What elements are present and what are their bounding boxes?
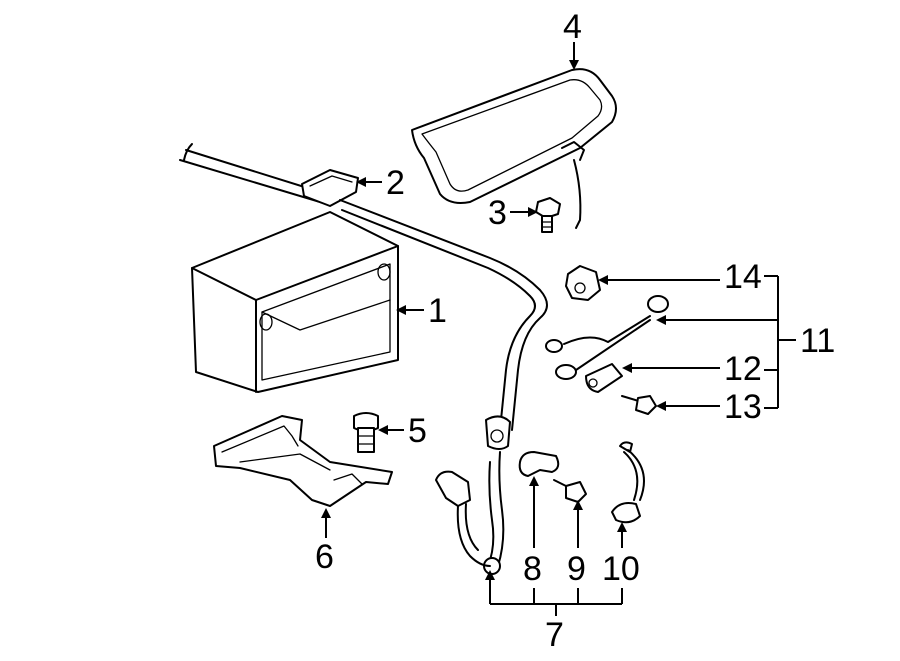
- callout-14: 14: [724, 258, 762, 296]
- bolt-9: [553, 479, 587, 503]
- callout-1: 1: [428, 292, 447, 330]
- clip-14: [565, 265, 601, 301]
- cover-bolt: [535, 197, 561, 233]
- callout-4: 4: [563, 8, 582, 46]
- callout-9: 9: [567, 550, 586, 588]
- battery-cover: [411, 68, 617, 229]
- callout-5: 5: [408, 412, 427, 450]
- callout-10: 10: [602, 550, 640, 588]
- callout-7: 7: [545, 616, 564, 654]
- leaders: [321, 42, 796, 616]
- cable-11: [545, 295, 669, 380]
- cable-7: [435, 470, 491, 567]
- tray-bolt: [353, 412, 379, 453]
- callout-8: 8: [523, 550, 542, 588]
- connector-12: [585, 363, 623, 393]
- callout-11: 11: [800, 322, 835, 360]
- callout-12: 12: [724, 350, 762, 388]
- callout-2: 2: [386, 164, 405, 202]
- callout-13: 13: [724, 388, 762, 426]
- hold-down-bracket: [213, 415, 393, 507]
- callout-6: 6: [315, 538, 334, 576]
- ground-strap-10: [611, 441, 645, 524]
- battery-tray: [191, 211, 399, 393]
- callout-3: 3: [488, 194, 507, 232]
- callout-numbers: 1 2 3 4 5 6 7 8 9 10 11 12 13 14: [315, 8, 835, 654]
- bolt-13: [621, 395, 657, 415]
- clip-8: [518, 451, 560, 477]
- battery-harness: [179, 143, 548, 575]
